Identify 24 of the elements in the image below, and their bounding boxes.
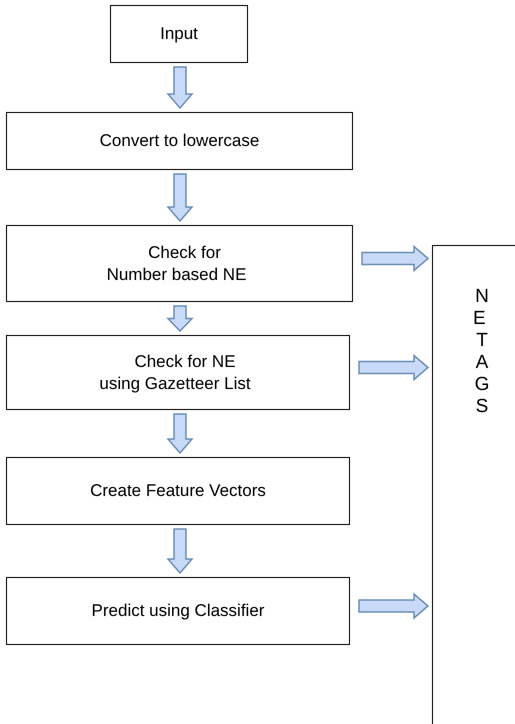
block-arrow [166, 173, 194, 222]
box-label: Input [160, 23, 198, 45]
process-box [6, 225, 353, 302]
box-label: Check for [148, 242, 221, 264]
process-box [110, 5, 248, 63]
process-box [6, 335, 350, 410]
block-arrow [166, 66, 194, 110]
block-arrow [358, 592, 430, 620]
process-box [6, 112, 353, 170]
process-box [432, 245, 515, 724]
block-arrow [358, 354, 430, 382]
block-arrow [166, 413, 194, 454]
box-label: Number based NE [106, 264, 246, 286]
box-label: using Gazetteer List [99, 372, 251, 394]
process-box [6, 577, 350, 645]
block-arrow [166, 528, 194, 574]
process-box [6, 457, 350, 525]
block-arrow [361, 244, 430, 272]
box-label: Convert to lowercase [100, 130, 260, 152]
box-label: Predict using Classifier [92, 600, 264, 622]
block-arrow [166, 305, 194, 332]
box-label: Create Feature Vectors [90, 480, 266, 502]
vertical-label: NE TAGS [472, 286, 490, 418]
box-label: Check for NE [134, 350, 236, 372]
